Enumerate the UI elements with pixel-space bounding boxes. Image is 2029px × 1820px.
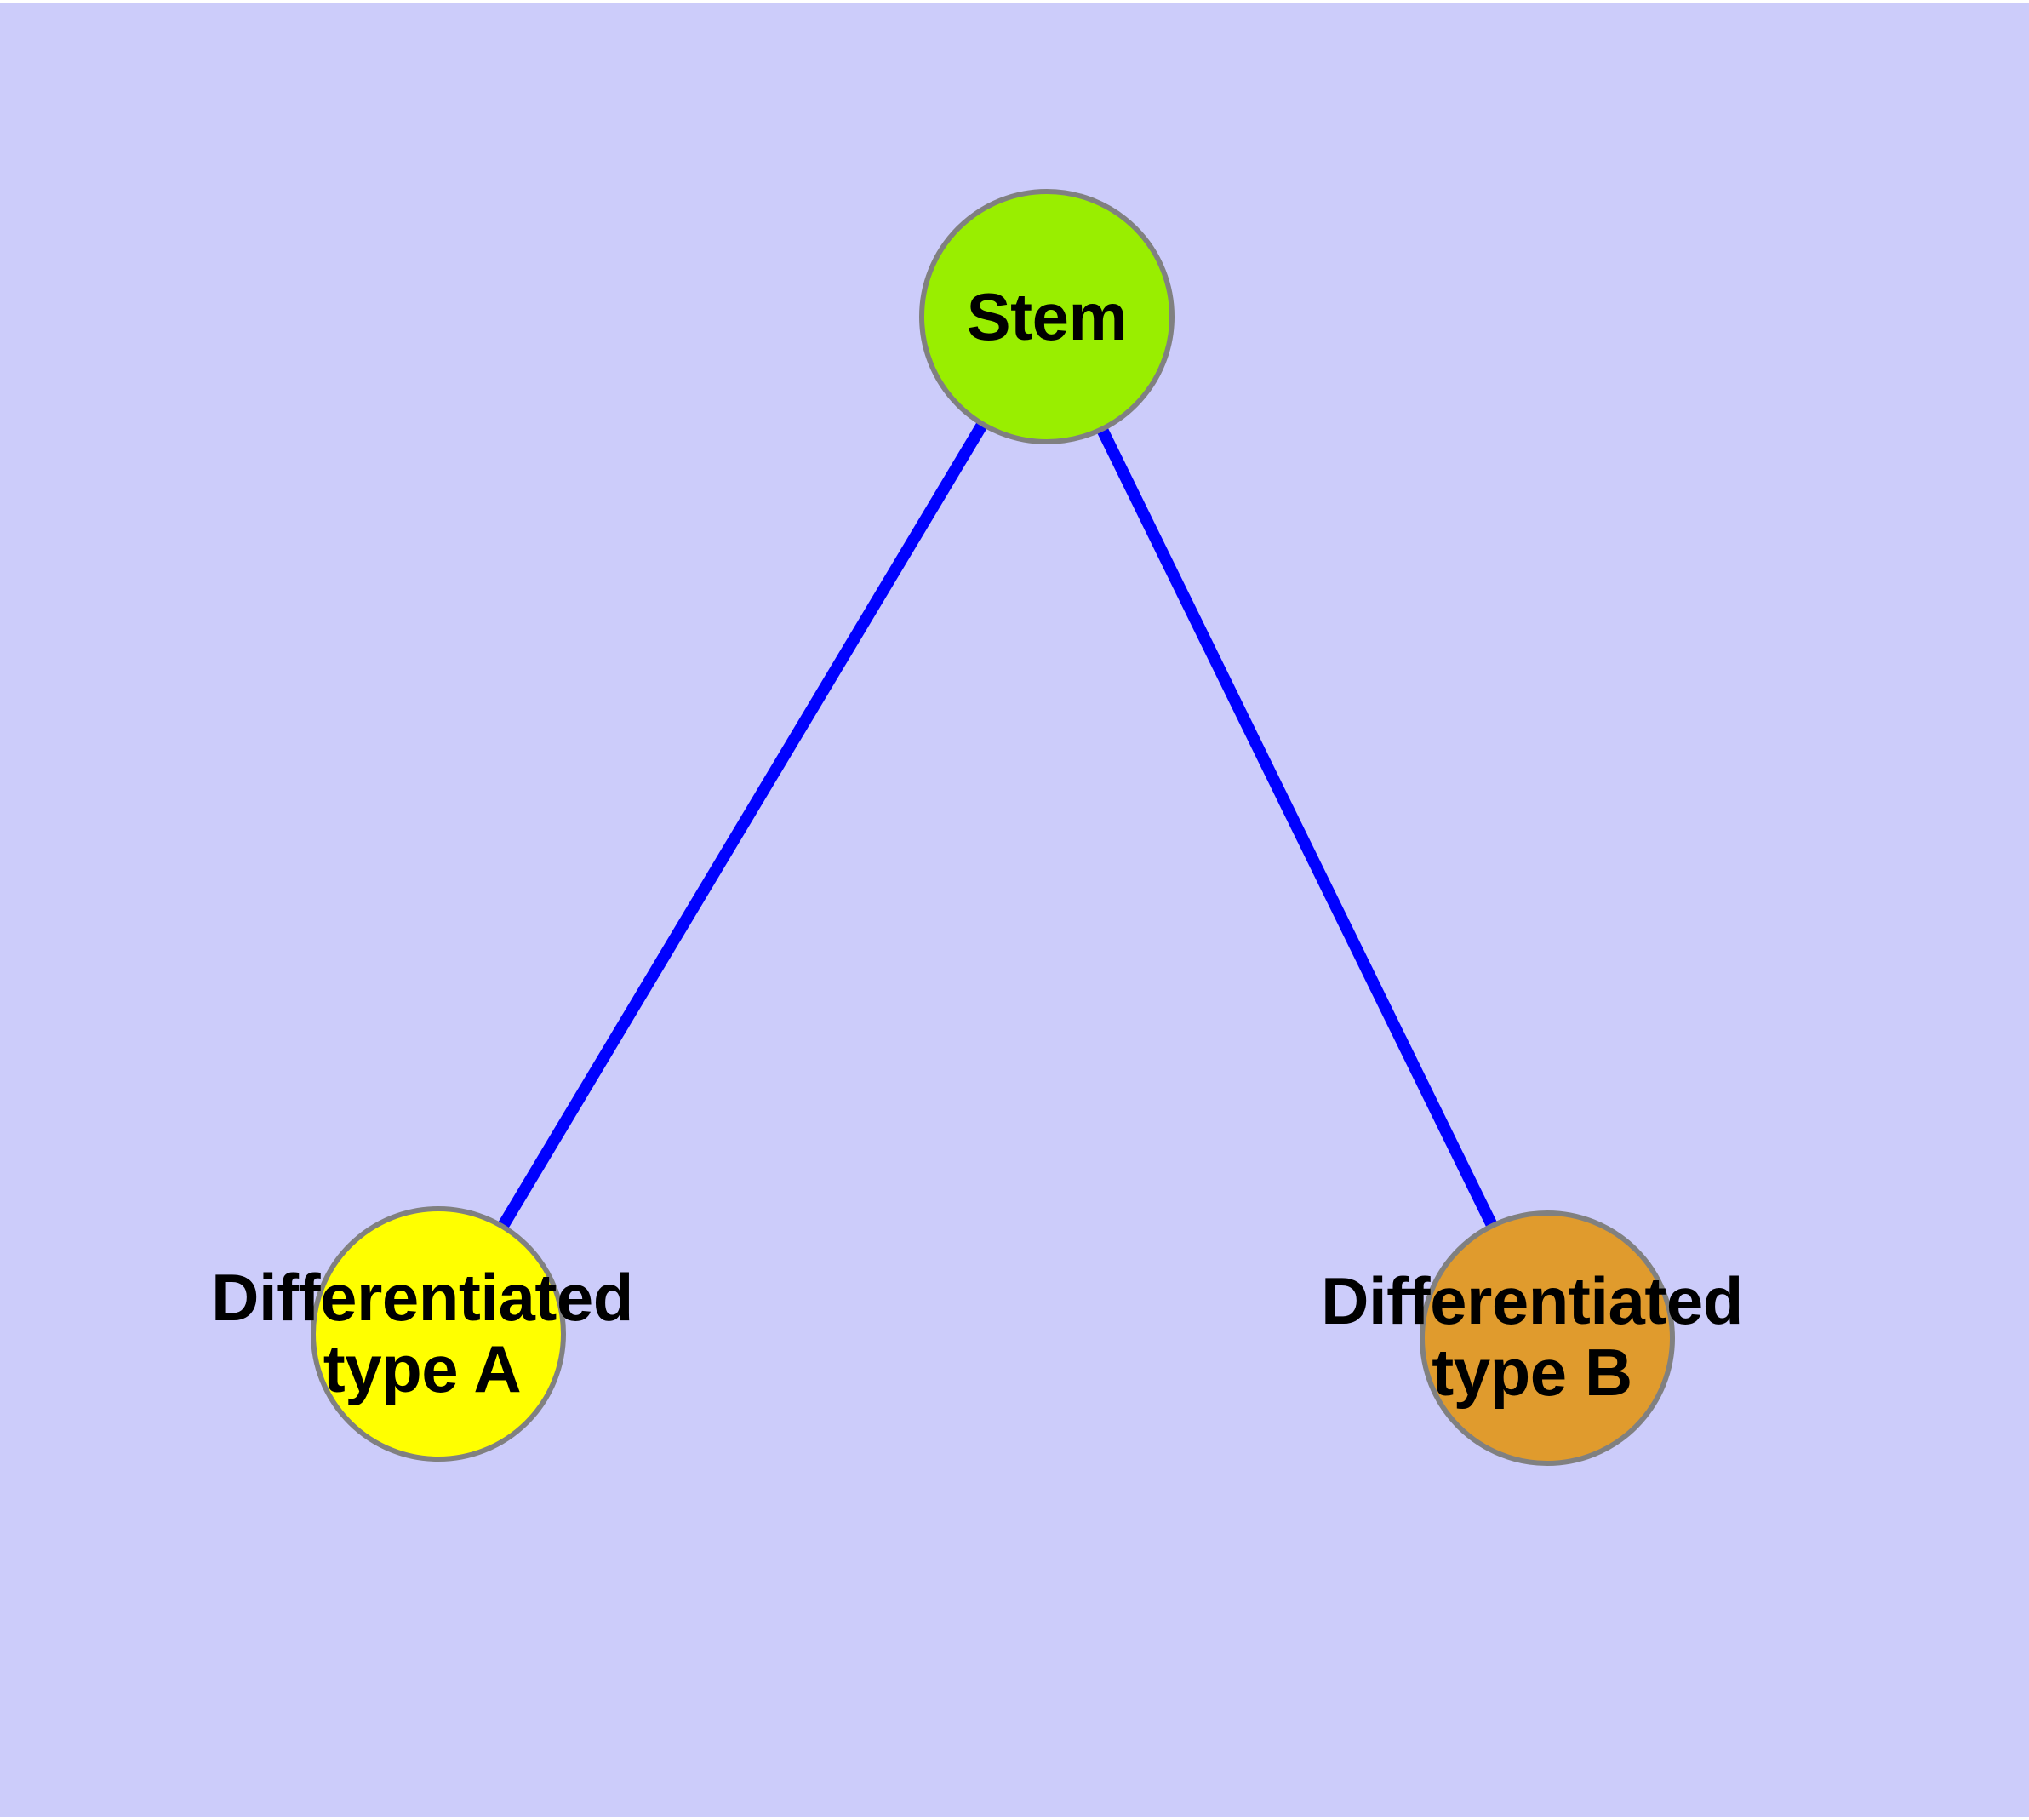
- graph-node-diff-b[interactable]: [1420, 1210, 1675, 1466]
- node-label-differentiated-type-a-line-1: Differentiated: [211, 1259, 633, 1335]
- node-label-differentiated-type-b: Differentiated type B: [1321, 1262, 1743, 1410]
- graph-node-stem[interactable]: [919, 189, 1175, 444]
- node-label-stem: Stem: [967, 281, 1128, 352]
- node-label-differentiated-type-a: Differentiated type A: [211, 1262, 633, 1405]
- nodes-layer: [311, 189, 1675, 1466]
- graph-node-diff-a[interactable]: [311, 1206, 566, 1462]
- node-label-stem-line-1: Stem: [966, 278, 1128, 354]
- node-label-differentiated-type-b-line-1: Differentiated: [1321, 1262, 1743, 1338]
- graph-edge[interactable]: [1096, 426, 1498, 1228]
- edges-layer: [497, 421, 1498, 1229]
- node-label-differentiated-type-b-line-2: type B: [1432, 1335, 1632, 1410]
- graph-edge[interactable]: [497, 421, 988, 1229]
- node-label-differentiated-type-a-line-2: type A: [323, 1331, 522, 1406]
